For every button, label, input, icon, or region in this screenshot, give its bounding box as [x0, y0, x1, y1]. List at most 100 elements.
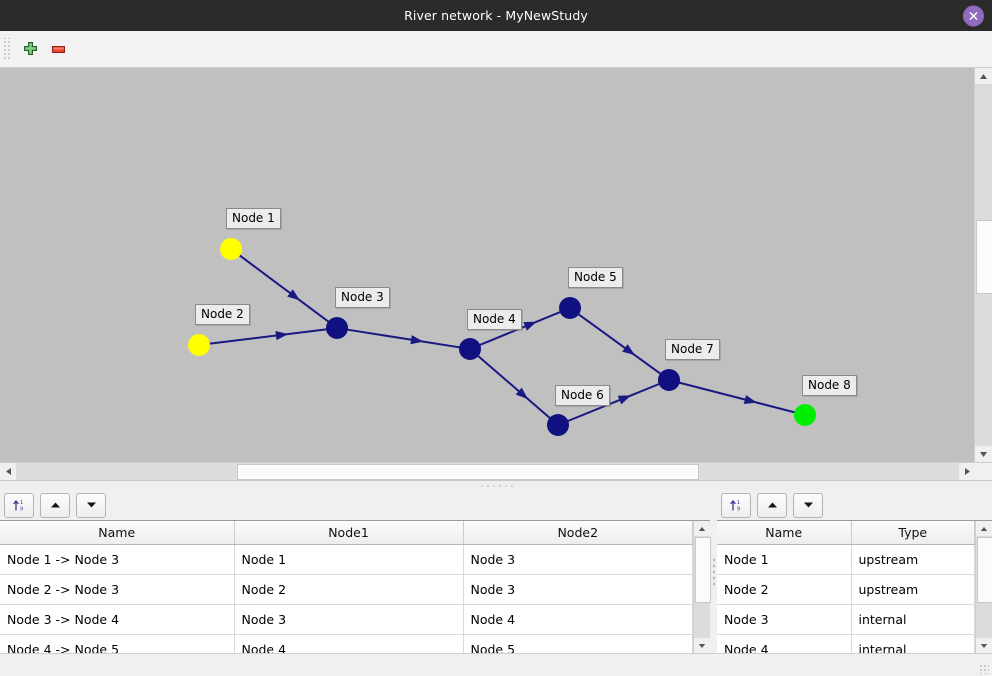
close-icon: [969, 11, 978, 20]
nodes-sort-button[interactable]: 1 9: [721, 492, 751, 518]
main-toolbar: [0, 31, 992, 68]
river-network-canvas[interactable]: Node 1 Node 2 Node 3 Node 4 Node 5 Node 6 Node…: [0, 68, 974, 462]
node-type-cell[interactable]: internal: [851, 634, 975, 653]
graph-node-label-node-2[interactable]: Node 2: [195, 304, 250, 325]
reaches-scroll-down-button[interactable]: [694, 638, 710, 653]
graph-node-node-4[interactable]: [459, 338, 481, 360]
graph-node-node-7[interactable]: [658, 369, 680, 391]
reach-node1-cell[interactable]: Node 3: [234, 604, 464, 635]
graph-node-node-2[interactable]: [188, 334, 210, 356]
graph-edge: [566, 382, 661, 423]
reach-name-cell[interactable]: Node 4 -> Node 5: [0, 634, 235, 653]
graph-node-label-node-4[interactable]: Node 4: [467, 309, 522, 330]
reaches-col-name[interactable]: Name: [0, 521, 235, 545]
horizontal-splitter[interactable]: [0, 480, 992, 490]
graph-node-label-node-8[interactable]: Node 8: [802, 375, 857, 396]
graph-edge-arrow: [622, 344, 636, 356]
close-window-button[interactable]: [963, 5, 984, 26]
graph-node-node-8[interactable]: [794, 404, 816, 426]
graph-node-label-node-5[interactable]: Node 5: [568, 267, 623, 288]
node-type-cell[interactable]: upstream: [851, 574, 975, 605]
canvas-horizontal-scrollbar[interactable]: [0, 463, 975, 480]
resize-grip[interactable]: [979, 664, 989, 674]
nodes-scroll-up-button[interactable]: [976, 521, 992, 536]
status-bar: [0, 653, 992, 676]
reaches-move-up-button[interactable]: [40, 492, 70, 518]
svg-text:9: 9: [737, 507, 740, 513]
graph-edge-arrow: [617, 395, 632, 405]
canvas-hscroll-thumb[interactable]: [237, 464, 699, 480]
reach-name-cell[interactable]: Node 3 -> Node 4: [0, 604, 235, 635]
green-plus-icon: [23, 41, 37, 55]
reach-node1-cell[interactable]: Node 1: [234, 544, 464, 575]
toolbar-drag-handle[interactable]: [2, 38, 11, 60]
reaches-vertical-scrollbar[interactable]: [693, 521, 711, 653]
nodes-vscroll-thumb[interactable]: [977, 537, 992, 603]
remove-node-button[interactable]: [44, 35, 72, 63]
node-name-cell[interactable]: Node 2: [717, 574, 852, 605]
graph-edge: [346, 328, 461, 349]
graph-edge-arrow: [410, 335, 424, 345]
sort-icon: 1 9: [13, 500, 23, 512]
node-type-cell[interactable]: upstream: [851, 544, 975, 575]
node-name-cell[interactable]: Node 1: [717, 544, 852, 575]
chevron-down-icon: [698, 643, 706, 648]
reach-node1-cell[interactable]: Node 4: [234, 634, 464, 653]
canvas-vertical-scrollbar[interactable]: [974, 68, 992, 462]
reach-node2-cell[interactable]: Node 3: [463, 574, 693, 605]
graph-node-node-5[interactable]: [559, 297, 581, 319]
graph-node-node-3[interactable]: [326, 317, 348, 339]
reach-name-cell[interactable]: Node 2 -> Node 3: [0, 574, 235, 605]
nodes-col-name[interactable]: Name: [717, 521, 852, 545]
triangle-down-icon: [803, 502, 813, 508]
graph-node-node-6[interactable]: [547, 414, 569, 436]
graph-node-label-node-1[interactable]: Node 1: [226, 208, 281, 229]
graph-node-label-node-6[interactable]: Node 6: [555, 385, 610, 406]
nodes-col-type[interactable]: Type: [851, 521, 975, 545]
reaches-vscroll-thumb[interactable]: [695, 537, 711, 603]
nodes-move-down-button[interactable]: [793, 492, 823, 518]
chevron-down-icon: [980, 451, 987, 457]
reaches-col-node1[interactable]: Node1: [234, 521, 464, 545]
reach-node2-cell[interactable]: Node 4: [463, 604, 693, 635]
reaches-scroll-up-button[interactable]: [694, 521, 710, 536]
scroll-left-button[interactable]: [0, 463, 16, 479]
graph-node-label-node-7[interactable]: Node 7: [665, 339, 720, 360]
graph-node-label-node-3[interactable]: Node 3: [335, 287, 390, 308]
reach-name-cell[interactable]: Node 1 -> Node 3: [0, 544, 235, 575]
network-graph: [188, 238, 816, 436]
nodes-scroll-down-button[interactable]: [976, 638, 992, 653]
window-title: River network - MyNewStudy: [404, 8, 588, 23]
reach-node2-cell[interactable]: Node 3: [463, 544, 693, 575]
node-name-cell[interactable]: Node 3: [717, 604, 852, 635]
vertical-splitter[interactable]: [710, 490, 717, 653]
reach-node2-cell[interactable]: Node 5: [463, 634, 693, 653]
node-name-cell[interactable]: Node 4: [717, 634, 852, 653]
reach-node1-cell[interactable]: Node 2: [234, 574, 464, 605]
nodes-vertical-scrollbar[interactable]: [975, 521, 992, 653]
scroll-right-button[interactable]: [959, 463, 975, 479]
reaches-sort-button[interactable]: 1 9: [4, 492, 34, 518]
reaches-move-down-button[interactable]: [76, 492, 106, 518]
scroll-down-button[interactable]: [975, 446, 992, 462]
node-type-cell[interactable]: internal: [851, 604, 975, 635]
canvas-vscroll-thumb[interactable]: [976, 220, 992, 294]
graph-edge-arrow: [523, 321, 537, 331]
reaches-col-node2[interactable]: Node2: [463, 521, 693, 545]
sort-icon: 1 9: [730, 500, 740, 513]
nodes-move-up-button[interactable]: [757, 492, 787, 518]
scroll-up-button[interactable]: [975, 68, 992, 84]
add-node-button[interactable]: [16, 35, 44, 63]
graph-node-node-1[interactable]: [220, 238, 242, 260]
